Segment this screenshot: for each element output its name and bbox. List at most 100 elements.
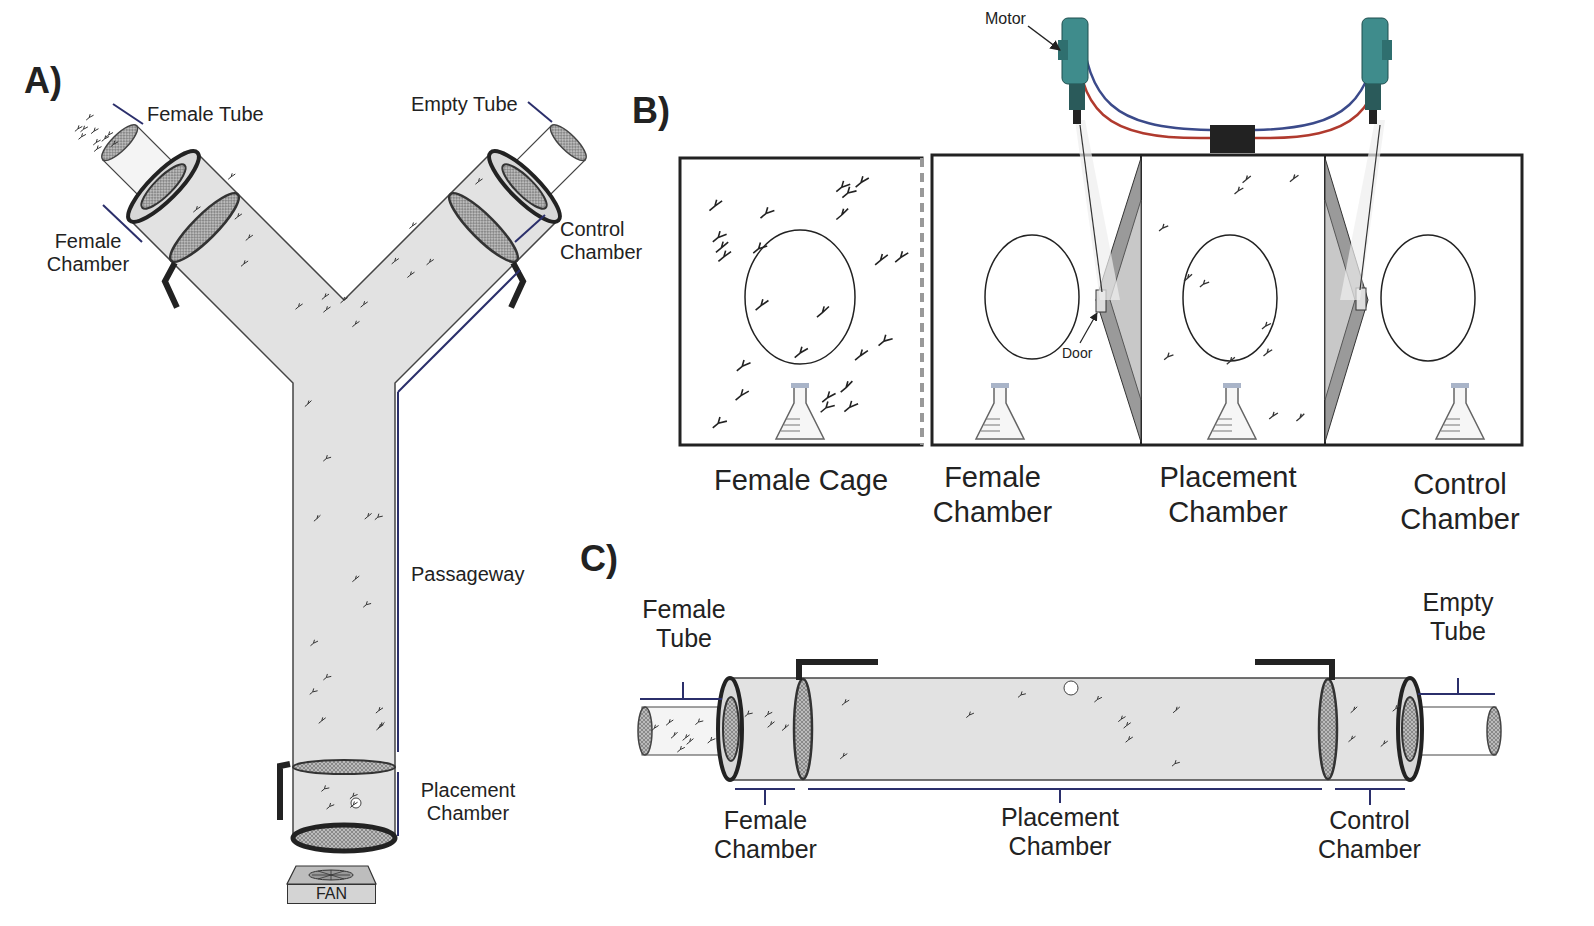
- mosquito-mark: [875, 254, 888, 265]
- mosquito-mark: [671, 732, 678, 738]
- box-label: FAN: [288, 885, 375, 903]
- mosquito-mark: [241, 260, 248, 266]
- part-label: Empty Tube: [411, 93, 518, 116]
- mosquito-mark: [1381, 740, 1388, 746]
- mosquito-mark: [782, 725, 789, 731]
- mosquito-mark: [295, 303, 302, 309]
- mosquito-mark: [708, 737, 716, 743]
- mosquito-mark: [94, 145, 101, 151]
- mosquito-mark: [736, 389, 749, 400]
- mosquito-mark: [666, 719, 673, 725]
- mosquito-mark: [376, 707, 383, 713]
- mosquito-mark: [91, 128, 98, 134]
- mosquito-mark: [713, 417, 727, 428]
- mosquito-mark: [193, 206, 200, 212]
- mosquito-mark: [323, 455, 331, 461]
- mosquito-mark: [683, 734, 690, 740]
- mosquito-mark: [327, 803, 335, 809]
- part-label: Female Chamber: [38, 230, 138, 276]
- mosquito-mark: [713, 231, 727, 242]
- part-label: Control Chamber: [1302, 806, 1437, 864]
- mosquito-mark: [716, 242, 728, 253]
- linear-olfactometer: [638, 662, 1501, 805]
- mosquito-mark: [93, 139, 100, 145]
- panel-letter: A): [24, 60, 62, 101]
- mosquito-mark: [737, 360, 751, 371]
- mosquito-mark: [895, 251, 908, 262]
- mosquito-mark: [1290, 174, 1299, 181]
- flask-symbol: [1436, 383, 1484, 439]
- mosquito-mark: [407, 272, 414, 278]
- mosquito-mark: [1164, 353, 1173, 360]
- mosquito-mark: [795, 347, 808, 358]
- mosquito-mark: [106, 131, 113, 137]
- box-olfactometer: [680, 18, 1522, 445]
- mosquito-mark: [321, 785, 329, 791]
- part-label: Control Chamber: [560, 218, 655, 264]
- mosquito-mark: [821, 401, 835, 412]
- flask-symbol: [776, 383, 824, 439]
- mosquito-mark: [687, 738, 694, 744]
- mosquito-mark: [677, 746, 684, 752]
- panel-letter: B): [632, 90, 670, 131]
- mosquito-mark: [709, 200, 722, 211]
- mosquito-mark: [310, 640, 318, 646]
- mosquito-mark: [1269, 412, 1278, 419]
- mosquito-mark: [1159, 224, 1168, 231]
- mosquito-mark: [1393, 705, 1400, 711]
- y-tube: [60, 102, 627, 884]
- mosquito-mark: [760, 207, 774, 218]
- mosquito-mark: [409, 222, 416, 228]
- chamber-heading: Female Cage: [680, 463, 922, 498]
- mosquito-mark: [1263, 349, 1272, 356]
- mosquito-mark: [310, 688, 318, 694]
- mosquito-mark: [350, 801, 357, 807]
- mosquito-mark: [756, 299, 769, 310]
- mosquito-mark: [392, 258, 399, 264]
- part-label: Placement Chamber: [412, 779, 524, 825]
- fan-box: FAN: [287, 884, 376, 904]
- mosquito-mark: [651, 725, 658, 731]
- mosquito-mark: [822, 391, 835, 402]
- mosquito-mark: [1126, 736, 1133, 742]
- mosquito-mark: [1094, 696, 1101, 702]
- mosquito-mark: [86, 114, 93, 120]
- mosquito-mark: [1200, 280, 1209, 287]
- mosquito-mark: [817, 306, 829, 317]
- mosquito-mark: [319, 717, 326, 723]
- flask-symbol: [1208, 383, 1256, 439]
- mosquito-mark: [1184, 274, 1192, 281]
- mosquito-mark: [365, 513, 372, 519]
- chamber-box: Female Chamber: [932, 155, 1141, 445]
- part-label: Door: [1062, 345, 1092, 361]
- chamber-heading: Placement Chamber: [1113, 460, 1343, 530]
- mosquito-mark: [1296, 414, 1304, 421]
- mosquito-mark: [855, 349, 868, 360]
- part-label: Female Tube: [628, 595, 740, 653]
- chamber-heading: Control Chamber: [1370, 467, 1550, 537]
- panel-letter: C): [580, 538, 618, 579]
- mosquito-mark: [79, 133, 86, 139]
- mosquito-mark: [856, 176, 869, 187]
- mosquito-mark: [842, 187, 856, 198]
- mosquito-mark: [836, 209, 848, 220]
- mosquito-mark: [753, 242, 767, 253]
- mosquito-mark: [75, 125, 82, 131]
- chamber-heading: Female Chamber: [900, 460, 1085, 530]
- mosquito-mark: [1173, 707, 1180, 713]
- chamber-box: Control Chamber: [1325, 155, 1522, 445]
- mosquito-mark: [352, 321, 359, 327]
- mosquito-mark: [305, 401, 312, 407]
- mosquito-mark: [235, 213, 242, 219]
- flask-symbol: [976, 383, 1024, 439]
- mosquito-mark: [1124, 722, 1131, 728]
- mosquito-mark: [1351, 707, 1358, 713]
- mosquito-mark: [322, 293, 329, 299]
- mosquito-mark: [350, 793, 358, 799]
- mosquito-mark: [718, 251, 731, 262]
- mosquito-mark: [966, 712, 974, 718]
- mosquito-mark: [246, 234, 253, 240]
- part-label: Placement Chamber: [980, 803, 1140, 861]
- mosquito-mark: [1348, 736, 1355, 742]
